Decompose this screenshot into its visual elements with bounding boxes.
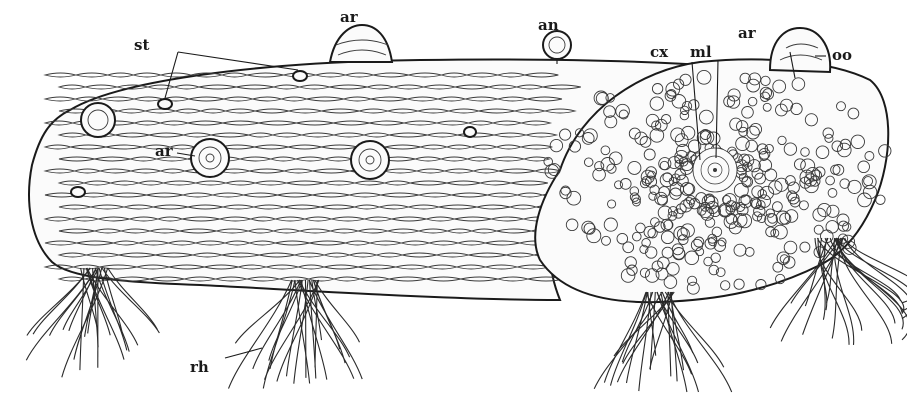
label-st: st	[134, 36, 149, 54]
label-oo: oo	[832, 46, 852, 64]
archegonium-top	[330, 25, 392, 62]
sexual-organ-left	[81, 103, 115, 137]
label-cx: cx	[650, 43, 669, 61]
label-ar-right: ar	[738, 24, 757, 42]
label-ml: ml	[690, 43, 712, 61]
archegonium-embedded	[191, 139, 229, 177]
archegonium-right	[770, 28, 830, 72]
label-an: an	[538, 16, 559, 34]
label-ar-top: ar	[340, 8, 359, 26]
label-rh: rh	[190, 358, 209, 376]
sexual-organ-mid	[351, 141, 389, 179]
label-ar-left: ar	[155, 142, 174, 160]
